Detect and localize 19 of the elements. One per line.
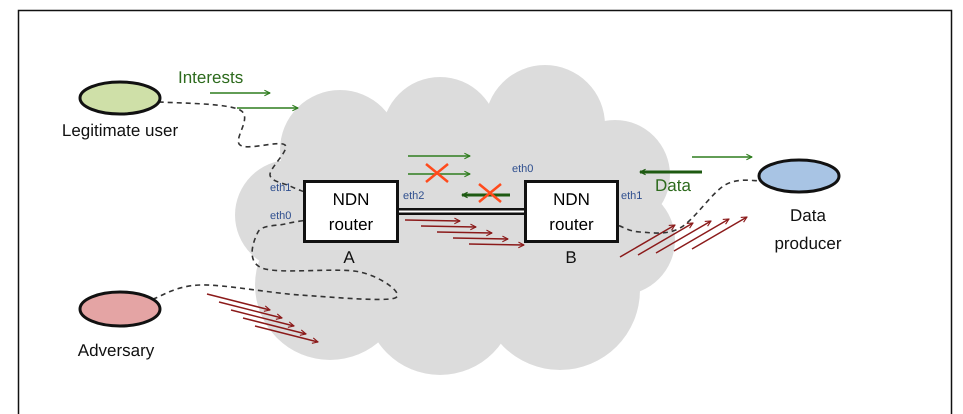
router-label: NDN router: [548, 188, 595, 236]
router-name: A: [343, 248, 355, 268]
traffic-label: Interests: [178, 68, 244, 88]
node-label: Adversary: [78, 341, 154, 361]
interface-label: eth0: [512, 163, 534, 175]
interface-label: eth2: [403, 190, 424, 202]
interface-label: eth1: [270, 182, 292, 194]
router-label: NDN router: [328, 188, 374, 236]
traffic-label: Data: [655, 176, 691, 196]
double-link-line: [399, 208, 524, 215]
interface-label: eth0: [270, 210, 292, 222]
router-box: [303, 180, 399, 243]
dashed-link-line: [152, 220, 398, 300]
router-name: B: [565, 248, 577, 268]
router-box: [524, 180, 619, 243]
node-label: Data producer: [773, 205, 843, 255]
dashed-link-line: [158, 101, 304, 192]
node-label: Legitimate user: [62, 121, 178, 141]
interface-label: eth1: [621, 190, 642, 202]
